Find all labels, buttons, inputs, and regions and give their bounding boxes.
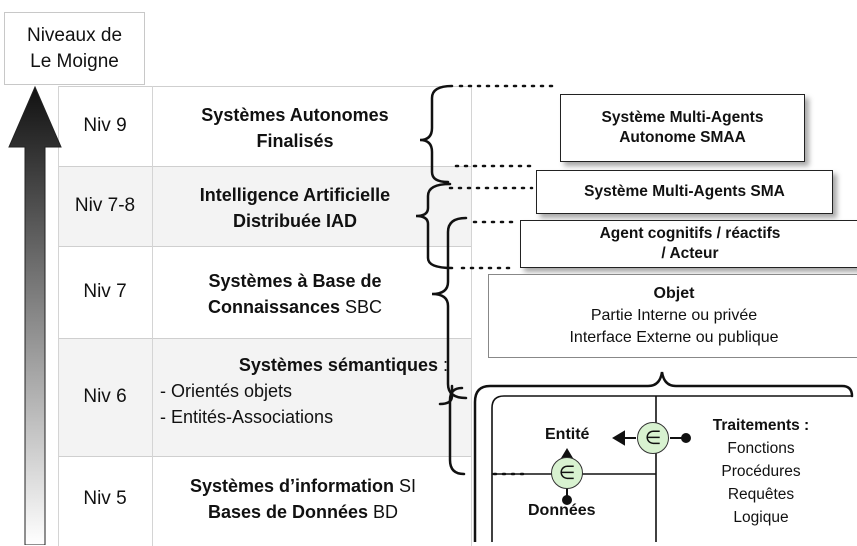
- traitements-title: Traitements :: [712, 417, 810, 434]
- niv5-line2-rest: BD: [368, 502, 399, 522]
- row-band-niv6: [58, 338, 472, 456]
- column-divider-left: [58, 86, 59, 546]
- niv5-line2-bold: Bases de Données: [207, 502, 369, 522]
- niv7-title1: Systèmes à Base de: [208, 271, 382, 291]
- niv6-item1: - Orientés objets: [160, 381, 293, 401]
- niv78-description: Intelligence Artificielle Distribuée IAD: [160, 180, 430, 236]
- niv7-label: Niv 7: [83, 281, 127, 302]
- niv7-title2-bold: Connaissances: [207, 297, 341, 317]
- smaa-line1: Système Multi-Agents: [601, 109, 764, 126]
- donnees-label: Données: [528, 502, 596, 519]
- row-band-niv7: [58, 246, 472, 338]
- agent-line2: / Acteur: [661, 245, 719, 262]
- traitement-fonctions: Fonctions: [727, 440, 795, 457]
- niv6-item2: - Entités-Associations: [160, 407, 334, 427]
- niv9-title1: Systèmes Autonomes: [201, 105, 389, 125]
- level-arrow-icon: [8, 85, 62, 545]
- traitement-logique: Logique: [733, 509, 789, 526]
- entite-label: Entité: [545, 426, 590, 443]
- header-line1: Niveaux de: [26, 24, 123, 46]
- row-band-niv9: [58, 86, 472, 166]
- column-divider: [152, 86, 153, 546]
- traitement-requetes: Requêtes: [727, 486, 795, 503]
- niv5-description: Systèmes d’information SI Bases de Donné…: [158, 471, 448, 527]
- niv6-description: Systèmes sémantiques : - Orientés objets…: [160, 352, 460, 430]
- niv78-title2: Distribuée IAD: [232, 211, 358, 231]
- niv78-title1: Intelligence Artificielle: [199, 185, 391, 205]
- agent-box: Agent cognitifs / réactifs / Acteur: [520, 220, 857, 268]
- agent-line1: Agent cognitifs / réactifs: [599, 225, 781, 242]
- levels-header: Niveaux de Le Moigne: [4, 12, 145, 85]
- niv5-label: Niv 5: [83, 488, 127, 509]
- row-band-niv5: [58, 456, 472, 546]
- niv7-description: Systèmes à Base de Connaissances SBC: [160, 266, 430, 322]
- smaa-box: Système Multi-Agents Autonome SMAA: [560, 94, 805, 162]
- objet-line1: Partie Interne ou privée: [590, 307, 758, 324]
- belongs-circle-bottom: ∈: [551, 457, 583, 489]
- niv9-label: Niv 9: [83, 115, 127, 136]
- niv5-line1-bold: Systèmes d’information: [189, 476, 395, 496]
- objet-box: Objet Partie Interne ou privée Interface…: [488, 274, 857, 358]
- header-line2: Le Moigne: [30, 50, 119, 72]
- niv9-title2: Finalisés: [256, 131, 334, 151]
- belongs-circle-top: ∈: [637, 422, 669, 454]
- traitement-procedures: Procédures: [721, 463, 801, 480]
- niv6-label: Niv 6: [83, 386, 127, 407]
- row-band-niv78: [58, 166, 472, 246]
- objet-line2: Interface Externe ou publique: [569, 329, 779, 346]
- niv5-line1-rest: SI: [394, 476, 417, 496]
- objet-title: Objet: [653, 285, 695, 302]
- niv6-title-rest: :: [437, 355, 448, 375]
- niv9-description: Systèmes Autonomes Finalisés: [160, 100, 430, 156]
- sma-box: Système Multi-Agents SMA: [536, 170, 833, 214]
- niv7-title2-rest: SBC: [340, 297, 383, 317]
- niv6-title: Systèmes sémantiques: [238, 355, 438, 375]
- traitements-block: Traitements : Fonctions Procédures Requê…: [686, 414, 836, 529]
- smaa-line2: Autonome SMAA: [619, 129, 746, 146]
- niv78-label: Niv 7-8: [74, 195, 136, 216]
- column-divider-right: [471, 86, 472, 546]
- sma-label: Système Multi-Agents SMA: [584, 183, 785, 200]
